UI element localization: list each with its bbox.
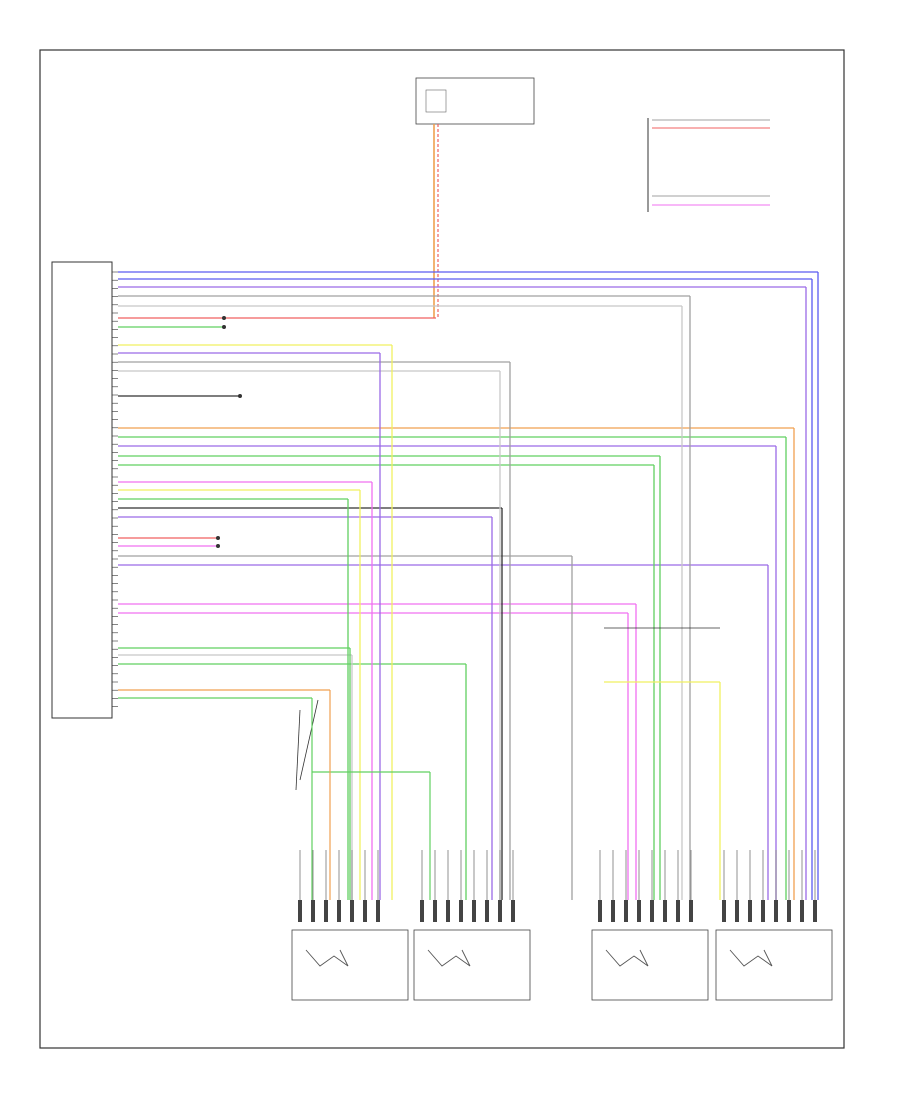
- switch-pin: [663, 900, 667, 922]
- switch-symbol: [729, 949, 773, 967]
- splice-dot: [216, 544, 220, 548]
- control-module: [51, 261, 118, 719]
- switch-body: [413, 929, 531, 1001]
- switch-symbol: [605, 949, 649, 967]
- switch-pin: [337, 900, 341, 922]
- switch-pin: [722, 900, 726, 922]
- seat-switch-3: [591, 850, 709, 1001]
- switch-pin: [363, 900, 367, 922]
- switch-pin: [511, 900, 515, 922]
- switch-pin: [459, 900, 463, 922]
- switch-pin: [787, 900, 791, 922]
- switch-pin: [624, 900, 628, 922]
- switch-pin: [774, 900, 778, 922]
- switch-pin: [324, 900, 328, 922]
- splice-dot: [222, 316, 226, 320]
- top-right-connector: [647, 118, 770, 212]
- seat-switch-4: [715, 850, 833, 1001]
- switch-pin: [311, 900, 315, 922]
- switch-symbol: [427, 949, 471, 967]
- leader-line: [295, 709, 301, 791]
- switch-pin: [472, 900, 476, 922]
- switch-pin: [350, 900, 354, 922]
- switch-pin: [433, 900, 437, 922]
- seat-switches: [291, 850, 833, 1001]
- switch-pin: [446, 900, 450, 922]
- switch-pin: [420, 900, 424, 922]
- diagram-frame: [39, 49, 845, 1049]
- splice-dot: [238, 394, 242, 398]
- switch-pin: [598, 900, 602, 922]
- switch-pin: [650, 900, 654, 922]
- switch-body: [291, 929, 409, 1001]
- seat-switch-1: [291, 850, 409, 1001]
- switch-pin: [689, 900, 693, 922]
- splice-dot: [216, 536, 220, 540]
- leader-line: [299, 699, 319, 781]
- switch-pin: [611, 900, 615, 922]
- switch-pin: [498, 900, 502, 922]
- seat-switch-2: [413, 850, 531, 1001]
- switch-pin: [800, 900, 804, 922]
- splice-dot: [222, 325, 226, 329]
- switch-pin: [298, 900, 302, 922]
- switch-pin: [676, 900, 680, 922]
- top-fuse-block: [415, 77, 535, 318]
- switch-symbol: [305, 949, 349, 967]
- harness-wires: [118, 271, 818, 699]
- switch-pin: [748, 900, 752, 922]
- switch-body: [591, 929, 709, 1001]
- switch-pin: [485, 900, 489, 922]
- switch-pin: [813, 900, 817, 922]
- vertical-wires: [295, 272, 819, 900]
- switch-body: [715, 929, 833, 1001]
- switch-pin: [637, 900, 641, 922]
- switch-pin: [735, 900, 739, 922]
- switch-pin: [376, 900, 380, 922]
- switch-pin: [761, 900, 765, 922]
